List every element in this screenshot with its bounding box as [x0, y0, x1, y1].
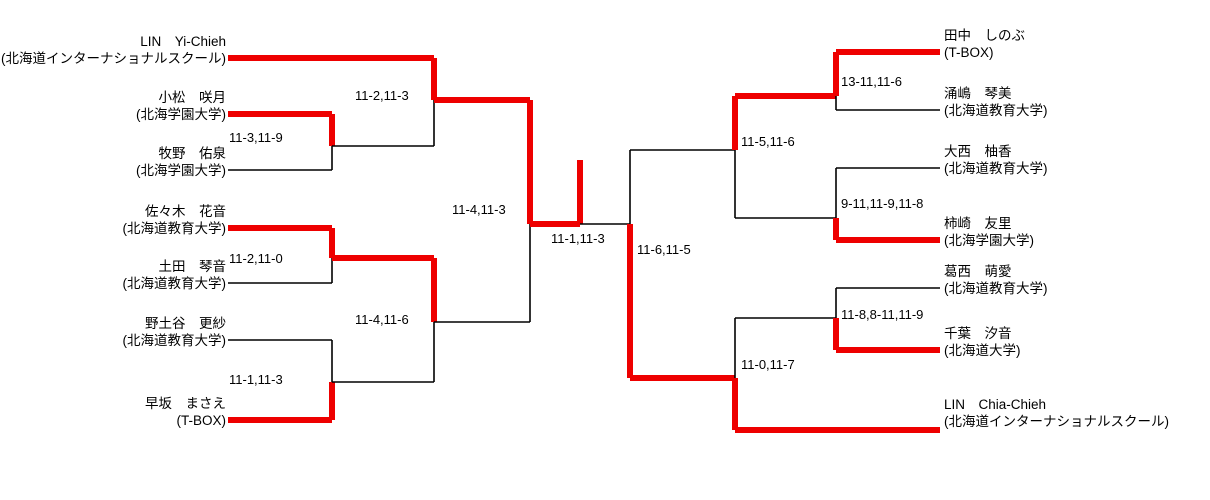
player-name: LIN Yi-Chieh — [140, 34, 226, 49]
score-final: 11-1,11-3 — [551, 231, 605, 246]
player-team: (北海学園大学) — [944, 233, 1034, 248]
player-R6: 千葉 汐音 (北海道大学) — [944, 325, 1021, 359]
player-name: 野土谷 更紗 — [145, 316, 226, 331]
score-R-r1-a: 13-11,11-6 — [841, 74, 902, 89]
score-R-r1-c: 11-8,8-11,11-9 — [841, 307, 924, 322]
score-R-r2-top: 11-5,11-6 — [741, 134, 795, 149]
player-name: 土田 琴音 — [158, 259, 227, 274]
player-team: (北海学園大学) — [136, 163, 226, 178]
player-L6: 野土谷 更紗 (北海道教育大学) — [123, 315, 227, 349]
player-team: (北海道大学) — [944, 343, 1021, 358]
player-R4: 柿崎 友里 (北海学園大学) — [944, 215, 1034, 249]
player-name: 涌嶋 琴美 — [944, 86, 1012, 101]
player-name: LIN Chia-Chieh — [944, 397, 1047, 412]
player-name: 田中 しのぶ — [944, 28, 1025, 43]
player-team: (北海道教育大学) — [122, 276, 227, 291]
player-R7: LIN Chia-Chieh (北海道インターナショナルスクール) — [944, 396, 1169, 430]
player-L2: 小松 咲月 (北海学園大学) — [136, 89, 226, 123]
score-L-r2-top: 11-2,11-3 — [355, 88, 409, 103]
player-team: (北海道インターナショナルスクール) — [1, 51, 226, 66]
player-name: 柿崎 友里 — [944, 216, 1012, 231]
score-L-r1-d: 11-1,11-3 — [229, 372, 283, 387]
player-L3: 牧野 佑泉 (北海学園大学) — [136, 145, 226, 179]
player-team: (T-BOX) — [176, 413, 227, 428]
score-L-r2-bot: 11-4,11-6 — [355, 312, 409, 327]
score-R-r2-bot: 11-0,11-7 — [741, 357, 795, 372]
player-team: (T-BOX) — [944, 45, 994, 60]
player-L7: 早坂 まさえ (T-BOX) — [145, 395, 226, 429]
score-R-semi: 11-6,11-5 — [637, 242, 691, 257]
player-R1: 田中 しのぶ (T-BOX) — [944, 27, 1025, 61]
player-name: 佐々木 花音 — [145, 204, 226, 219]
player-name: 千葉 汐音 — [944, 326, 1012, 341]
player-R3: 大西 柚香 (北海道教育大学) — [944, 143, 1048, 177]
player-name: 葛西 萌愛 — [944, 264, 1012, 279]
score-L-r1-c: 11-2,11-0 — [229, 251, 283, 266]
player-team: (北海道教育大学) — [122, 333, 227, 348]
player-team: (北海道教育大学) — [944, 161, 1048, 176]
player-team: (北海道教育大学) — [122, 221, 227, 236]
player-R5: 葛西 萌愛 (北海道教育大学) — [944, 263, 1048, 297]
player-R2: 涌嶋 琴美 (北海道教育大学) — [944, 85, 1048, 119]
player-L5: 土田 琴音 (北海道教育大学) — [123, 258, 227, 292]
player-name: 小松 咲月 — [158, 90, 227, 105]
player-L4: 佐々木 花音 (北海道教育大学) — [123, 203, 227, 237]
player-team: (北海道教育大学) — [944, 103, 1048, 118]
player-team: (北海道インターナショナルスクール) — [944, 414, 1169, 429]
score-R-r1-b: 9-11,11-9,11-8 — [841, 196, 924, 211]
player-name: 牧野 佑泉 — [158, 146, 227, 161]
player-team: (北海学園大学) — [136, 107, 226, 122]
player-name: 早坂 まさえ — [145, 396, 226, 411]
score-L-r1-b: 11-3,11-9 — [229, 130, 283, 145]
player-L1: LIN Yi-Chieh (北海道インターナショナルスクール) — [1, 33, 226, 67]
player-name: 大西 柚香 — [944, 144, 1012, 159]
score-L-semi: 11-4,11-3 — [452, 202, 506, 217]
player-team: (北海道教育大学) — [944, 281, 1048, 296]
